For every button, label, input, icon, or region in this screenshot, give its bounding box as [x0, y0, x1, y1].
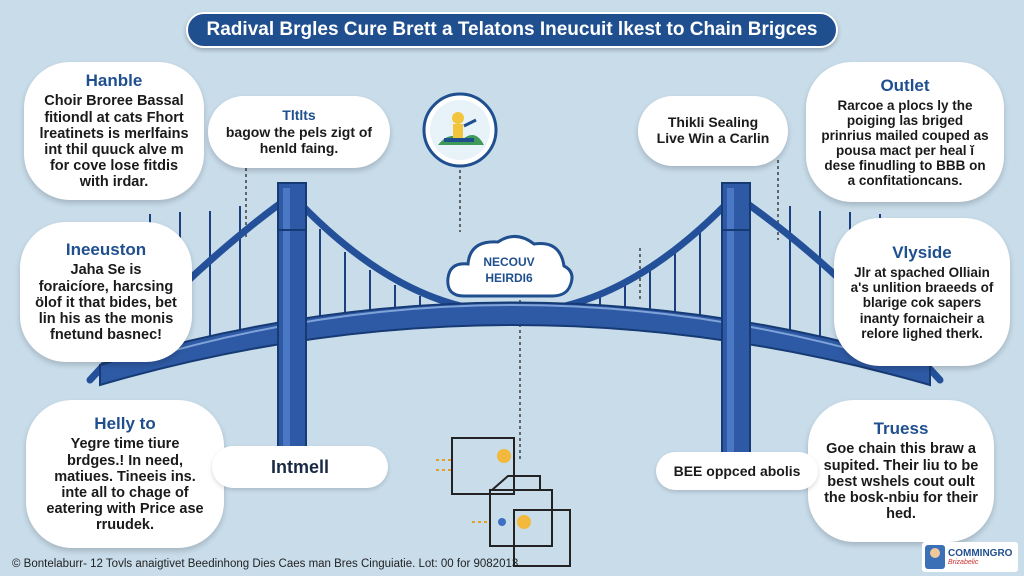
- worker-icon: [422, 92, 498, 168]
- cloud-mid-right-heading: Vlyside: [892, 243, 952, 263]
- cloud-mid-right-body: Jlr at spached Olliain a's unlition brae…: [850, 265, 994, 341]
- label-left-text: Intmell: [270, 456, 329, 477]
- puzzle-icon: [436, 437, 571, 567]
- cloud-top-center-body: bagow the pels zigt of henld faing.: [225, 124, 373, 156]
- cloud-top-right-body: Rarcoe a plocs ly the poiging las briged…: [821, 97, 989, 189]
- center-cloud: NECOUV HEIRDI6: [442, 226, 576, 302]
- logo-line1: COMMINGRO: [948, 547, 1013, 559]
- cloud-bottom-right-heading: Truess: [873, 419, 929, 439]
- sun-icon: [497, 449, 511, 463]
- cloud-top-right-small: Thikli Sealing Live Win a Carlin: [638, 96, 788, 166]
- cloud-top-right: Outlet Rarcoe a plocs ly the poiging las…: [806, 62, 1004, 202]
- cloud-top-left: Hanble Choir Broree Bassal fitiondl at c…: [24, 62, 204, 200]
- cloud-bottom-left: Helly to Yegre time tiure brdges.! In ne…: [26, 400, 224, 548]
- page-title-text: Radival Brgles Cure Brett a Telatons Ine…: [206, 19, 818, 40]
- cloud-mid-right: Vlyside Jlr at spached Olliain a's unlit…: [834, 218, 1010, 366]
- cloud-icon: [446, 235, 574, 298]
- label-left: Intmell: [212, 446, 388, 488]
- cloud-bottom-left-heading: Helly to: [94, 414, 156, 434]
- cloud-top-left-heading: Hanble: [85, 71, 143, 91]
- center-cloud-text: NECOUV HEIRDI6: [483, 255, 535, 286]
- cloud-top-right-heading: Outlet: [880, 75, 930, 95]
- cloud-mid-left: Ineeuston Jaha Se is foraicíore, harcsin…: [20, 222, 192, 362]
- footer-credit: © Bontelaburr- 12 Tovls anaigtivet Beedi…: [12, 558, 519, 570]
- cloud-bottom-right: Truess Goe chain this braw a supited. Th…: [808, 400, 994, 542]
- logo-icon: [925, 545, 945, 569]
- label-right: BEE oppced abolis: [656, 452, 818, 490]
- logo-line2: Brizabelic: [948, 558, 979, 566]
- cloud-top-center-heading: Tltlts: [282, 107, 316, 124]
- cloud-top-left-body: Choir Broree Bassal fitiondl at cats Fho…: [39, 93, 189, 191]
- label-right-text: BEE oppced abolis: [673, 463, 801, 479]
- cloud-bottom-left-body: Yegre time tiure brdges.! In need, matiu…: [46, 436, 204, 534]
- cloud-mid-left-heading: Ineeuston: [65, 240, 147, 260]
- cloud-top-right-small-body: Thikli Sealing Live Win a Carlin: [656, 114, 770, 146]
- cloud-top-center: Tltlts bagow the pels zigt of henld fain…: [208, 96, 390, 168]
- page-title: Radival Brgles Cure Brett a Telatons Ine…: [186, 12, 838, 48]
- cloud-bottom-right-body: Goe chain this braw a supited. Their liu…: [823, 441, 979, 523]
- logo: COMMINGRO Brizabelic: [922, 542, 1018, 572]
- cloud-mid-left-body: Jaha Se is foraicíore, harcsing ölof it …: [35, 262, 177, 344]
